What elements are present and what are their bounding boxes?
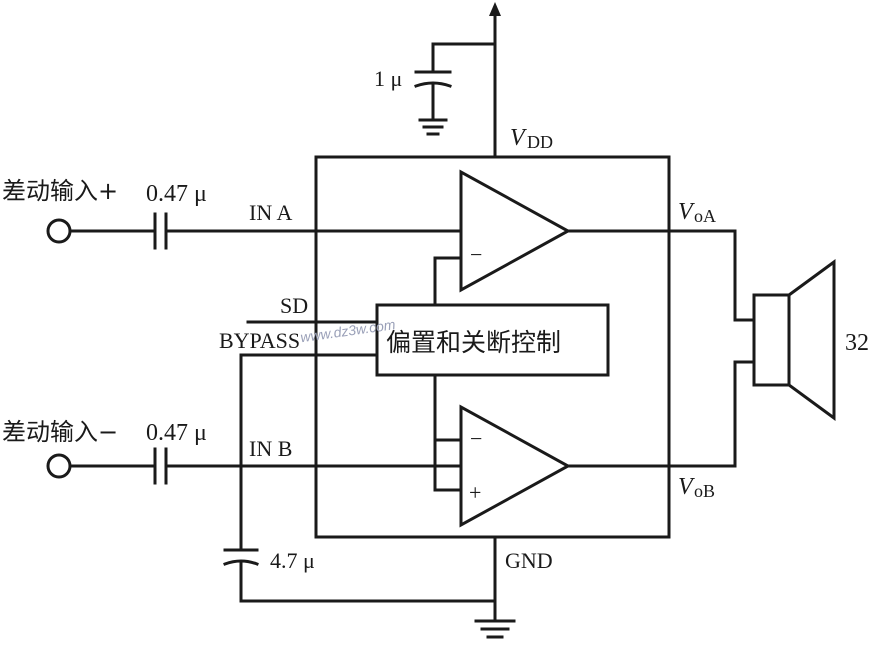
amp-b-minus-sign: − xyxy=(470,426,482,451)
decoupling-capacitor xyxy=(414,70,452,120)
bypass-line xyxy=(223,353,497,603)
svg-text:DD: DD xyxy=(527,132,553,152)
pin-in-a: IN A xyxy=(249,200,293,225)
decoupling-cap-value: 1 μ xyxy=(374,66,402,91)
speaker-icon xyxy=(752,259,836,421)
input-plus-cap-value: 0.47 μ xyxy=(146,181,207,207)
pin-gnd: GND xyxy=(505,548,553,573)
vdd-label: V DD xyxy=(510,125,553,152)
input-minus-label: 差动输入− xyxy=(2,418,118,446)
internal-wiring xyxy=(433,256,463,492)
watermark: www.dz3w.com xyxy=(299,316,396,345)
pin-sd: SD xyxy=(280,293,308,318)
bypass-cap-value: 4.7 μ xyxy=(270,548,315,573)
ground-symbol-top xyxy=(418,118,448,136)
gnd-rail xyxy=(474,535,516,639)
speaker-impedance: 32 xyxy=(845,330,869,356)
output-a-path xyxy=(566,229,756,322)
vdd-rail xyxy=(431,2,501,159)
output-b-path xyxy=(566,360,756,468)
amp-b-plus-sign: + xyxy=(469,480,481,505)
vob-label: V oB xyxy=(678,474,715,501)
control-block xyxy=(375,303,610,377)
input-minus-path xyxy=(46,447,463,485)
chip-outline xyxy=(314,155,671,539)
svg-text:V: V xyxy=(510,125,527,151)
amplifier-b xyxy=(459,404,572,528)
input-minus-cap-value: 0.47 μ xyxy=(146,420,207,446)
amp-a-minus-sign: − xyxy=(470,242,482,267)
svg-text:oA: oA xyxy=(694,206,716,226)
input-plus-path xyxy=(46,212,463,250)
svg-text:V: V xyxy=(678,474,695,500)
control-block-label: 偏置和关断控制 xyxy=(386,328,561,357)
pin-in-b: IN B xyxy=(249,436,292,461)
pin-bypass: BYPASS xyxy=(219,328,300,353)
svg-text:V: V xyxy=(678,199,695,225)
input-plus-label: 差动输入+ xyxy=(2,177,118,205)
amplifier-a xyxy=(459,169,572,293)
svg-text:oB: oB xyxy=(694,481,715,501)
voa-label: V oA xyxy=(678,199,716,226)
